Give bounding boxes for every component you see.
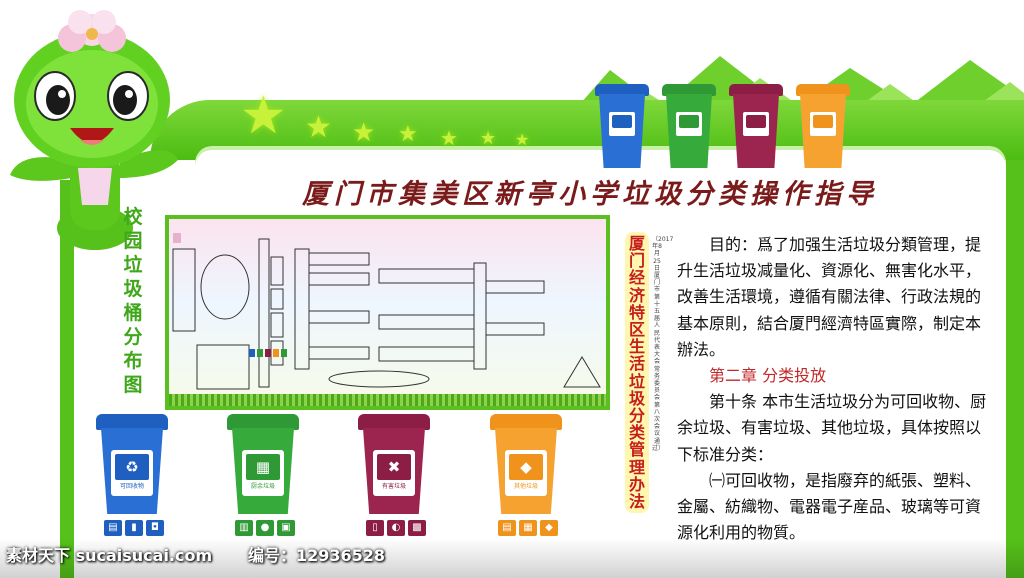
frame-right-bar: [1006, 160, 1024, 578]
mascot-character: [10, 10, 178, 250]
cloud-band: [195, 150, 1006, 184]
star-decoration: ★: [515, 130, 530, 149]
tissue-icon: ▦: [519, 520, 537, 536]
medicine-icon: ▩: [408, 520, 426, 536]
map-grass: [169, 394, 606, 406]
ceramic-icon: ◆: [540, 520, 558, 536]
lamp-icon: ◐: [387, 520, 405, 536]
watermark-bar: [0, 538, 1024, 578]
article-paragraph: 第十条 本市生活垃圾分为可回收物、厨余垃圾、有害垃圾、其他垃圾，具体按照以下标准…: [677, 392, 987, 464]
bin-hazardous: ✖ 有害垃圾: [358, 414, 430, 514]
star-decoration: ★: [398, 122, 418, 147]
cup-icon: ▤: [498, 520, 516, 536]
bin-label: 其他垃圾: [513, 483, 538, 490]
hazardous-icon: ✖: [377, 454, 411, 480]
bottle-icon: ▮: [125, 520, 143, 536]
top-bin-recyclable: [595, 84, 649, 168]
paper-icon: ▤: [104, 520, 122, 536]
kitchen-icon-row: ▥ ● ▣: [235, 520, 295, 536]
recyclable-icon-row: ▤ ▮ ◘: [104, 520, 164, 536]
campus-map-drawing: [172, 233, 601, 390]
battery-icon: ▯: [366, 520, 384, 536]
watermark-site: 素材天下 sucaisucai.com: [6, 546, 213, 565]
frame-left-bar: [60, 180, 74, 578]
star-decoration: ★: [480, 128, 497, 149]
star-decoration: ★: [305, 110, 332, 145]
watermark-id: 编号：12936528: [248, 546, 386, 565]
top-bin-kitchen: [662, 84, 716, 168]
bin-label: 厨余垃圾: [250, 483, 275, 490]
page-title: 厦门市集美区新亭小学垃圾分类操作指导: [302, 179, 878, 210]
purpose-paragraph: 目的：爲了加强生活垃圾分類管理，提升生活垃圾减量化、資源化、無害化水平，改善生活…: [677, 235, 982, 359]
bin-label: 有害垃圾: [381, 483, 406, 490]
other-icon-row: ▤ ▦ ◆: [498, 520, 558, 536]
bin-other: ◆ 其他垃圾: [490, 414, 562, 514]
regulation-text: 目的：爲了加强生活垃圾分類管理，提升生活垃圾减量化、資源化、無害化水平，改善生活…: [677, 232, 995, 546]
regulation-title: 厦门经济特区生活垃圾分类管理办法: [625, 232, 649, 514]
bin-label: 可回收物: [119, 483, 144, 490]
campus-map: [165, 215, 610, 410]
item-paragraph: ㈠可回收物，是指廢弃的紙張、塑料、金屬、紡織物、電器電子産品、玻璃等可資源化利用…: [677, 470, 982, 543]
star-decoration: ★: [352, 118, 376, 148]
bin-recyclable: ♻ 可回收物: [96, 414, 168, 514]
top-bin-other: [796, 84, 850, 168]
can-icon: ◘: [146, 520, 164, 536]
kitchen-waste-icon: ▦: [246, 454, 280, 480]
hazardous-icon-row: ▯ ◐ ▩: [366, 520, 426, 536]
bone-icon: ▥: [235, 520, 253, 536]
vegetable-icon: ▣: [277, 520, 295, 536]
recycle-icon: ♻: [115, 454, 149, 480]
chapter-heading: 第二章 分类投放: [709, 366, 827, 386]
top-bin-hazardous: [729, 84, 783, 168]
star-decoration: ★: [240, 86, 287, 146]
star-decoration: ★: [440, 126, 458, 150]
bin-kitchen: ▦ 厨余垃圾: [227, 414, 299, 514]
campus-map-label: 校园垃圾桶分布图: [123, 206, 143, 396]
regulation-note: （2017年8月25日厦门市第十五届人民代表大会常务委员会第八次会议通过）: [652, 236, 673, 452]
fruit-icon: ●: [256, 520, 274, 536]
other-waste-icon: ◆: [509, 454, 543, 480]
